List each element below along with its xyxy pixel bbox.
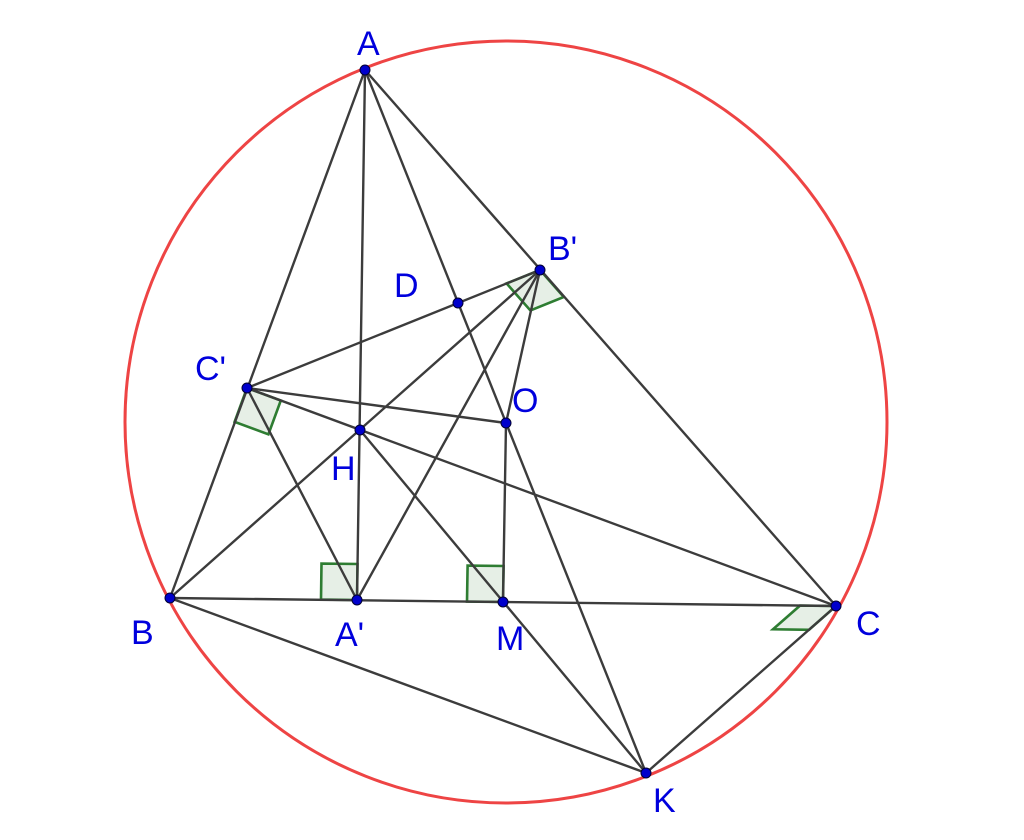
segment-O-M [501,421,508,604]
circumcircle [123,39,889,805]
segment-Bp-Ap [355,268,542,602]
point-label-A: A [357,25,380,63]
points [164,64,842,779]
segment-A-C [363,68,838,608]
point-label-H: H [331,450,356,488]
segment-C-K [644,604,838,775]
point-label-Bp: B' [548,230,577,268]
point-label-M: M [496,620,524,658]
point-C [830,600,842,612]
segment-Cp-O [245,386,508,425]
segment-B-K [168,596,648,775]
segment-A-B [168,68,367,600]
point-labels: A B C K B' C' A' M H O D [131,25,881,820]
point-K [640,767,652,779]
point-label-O: O [512,382,538,420]
point-label-B: B [131,614,154,652]
point-A [359,64,371,76]
point-label-Cp: C' [195,350,226,388]
point-label-C: C [856,605,881,643]
segment-Cp-Bp [245,268,542,390]
point-label-Ap: A' [335,616,364,654]
segment-Cp-Ap [245,386,359,602]
point-M [497,596,509,608]
point-D [452,297,464,309]
segment-A-Ap [355,68,367,602]
point-Ap [351,594,363,606]
right-angle-markers [232,268,840,632]
point-B [164,592,176,604]
point-Cp [241,382,253,394]
segment-Bp-O [504,268,542,425]
segment-C-Cp [245,386,838,608]
point-H [354,424,366,436]
point-Bp [534,264,546,276]
segment-B-Bp [168,268,542,600]
point-O [500,417,512,429]
point-label-D: D [394,267,419,305]
right-angle-marker-Ap [319,562,359,602]
point-label-K: K [653,782,676,820]
